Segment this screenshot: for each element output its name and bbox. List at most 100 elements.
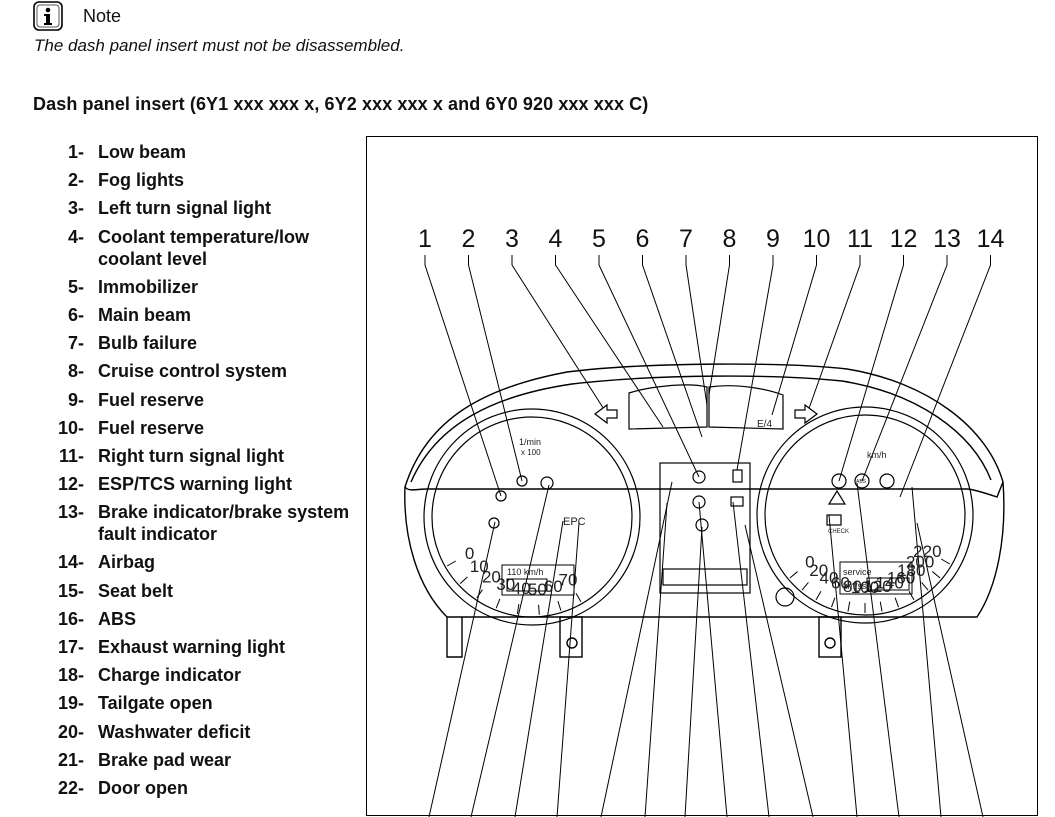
legend-item: 19 -Tailgate open — [34, 692, 364, 714]
note-header: Note — [33, 0, 121, 32]
leader-line — [555, 255, 664, 428]
speed-unit: km/h — [867, 450, 887, 460]
gauge-tick-label: 30 — [496, 575, 515, 594]
gauge-tick — [921, 582, 929, 591]
legend-number: 8 — [67, 361, 78, 382]
legend-separator: - — [78, 226, 84, 247]
washwater-icon — [695, 518, 709, 532]
gauge-tick — [789, 571, 798, 579]
check-engine-icon — [826, 514, 842, 526]
legend-number: 3 — [67, 198, 78, 219]
display-right-bottom: km/ss — [843, 581, 867, 591]
legend-label: ABS — [98, 608, 137, 629]
leader-line — [598, 255, 700, 478]
rpm-display — [501, 564, 575, 596]
legend-label: Fuel reserve — [98, 417, 205, 438]
gauge-tick — [495, 598, 501, 609]
gauge-tick — [446, 560, 457, 567]
leader-line — [698, 501, 728, 817]
note-title: Note — [83, 5, 122, 26]
callout-number: 1 — [418, 225, 432, 253]
leader-line — [806, 255, 861, 415]
leader-line — [744, 524, 814, 817]
legend-separator: - — [78, 142, 84, 162]
legend-number: 1 — [67, 142, 78, 162]
info-icon — [33, 1, 63, 31]
legend-item: 11 -Right turn signal light — [34, 445, 364, 467]
legend-item: 16 -ABS — [34, 608, 364, 630]
gauge-tick — [516, 603, 520, 614]
callout-number: 3 — [505, 225, 519, 253]
gauge-tick — [932, 571, 941, 579]
gauge-tick — [801, 582, 809, 591]
rpm-unit-bottom: x 100 — [521, 448, 541, 457]
legend-item: 18 -Charge indicator — [34, 664, 364, 686]
legend-label: Cruise control system — [98, 361, 288, 382]
brake-icon — [879, 473, 895, 489]
legend-number: 22 — [57, 777, 78, 798]
legend-number: 7 — [67, 333, 78, 354]
callout-number: 14 — [977, 225, 1005, 253]
gauge-tick-label: 40 — [820, 568, 839, 587]
legend-separator: - — [78, 749, 84, 770]
immobilizer-icon — [692, 470, 706, 484]
gauge-tick-label: 20 — [482, 567, 501, 586]
legend-item: 1 -Low beam — [34, 141, 364, 163]
legend-number: 19 — [57, 693, 78, 714]
gauge-tick-label: 60 — [544, 577, 563, 596]
legend-separator: - — [78, 361, 84, 382]
legend-separator: - — [78, 721, 84, 742]
leader-line — [916, 522, 984, 817]
leader-line — [838, 255, 904, 482]
leader-lines — [424, 255, 991, 817]
legend-separator: - — [78, 276, 84, 297]
legend-item: 7 -Bulb failure — [34, 332, 364, 354]
leader-line — [899, 255, 991, 498]
left-turn-arrow-icon — [594, 403, 618, 425]
legend-separator: - — [78, 304, 84, 325]
leader-line — [828, 514, 858, 817]
gauge-tick-label: 20 — [809, 561, 828, 580]
leader-line — [708, 255, 730, 396]
warning-symbols — [488, 469, 895, 532]
check-label: CHECK — [828, 529, 849, 535]
legend-label: Exhaust warning light — [98, 637, 286, 657]
legend-number: 4 — [67, 226, 78, 247]
gauge-tick — [831, 597, 836, 608]
legend-number: 13 — [57, 502, 78, 523]
gauge-tick-label: 40 — [512, 579, 531, 598]
legend-label: Washwater deficit — [98, 721, 251, 742]
callout-number: 2 — [462, 225, 476, 253]
callout-number: 11 — [847, 225, 873, 253]
legend-label: Airbag — [98, 552, 156, 573]
leader-line — [556, 522, 580, 817]
gauge-tick-label: 200 — [906, 552, 934, 571]
legend-separator: - — [78, 552, 84, 573]
gauge-tick-label: 80 — [843, 577, 862, 596]
right-turn-arrow-icon — [794, 403, 818, 425]
legend-label: Coolant temperature/low coolant level — [98, 226, 310, 269]
legend-number: 18 — [57, 665, 78, 686]
legend-separator: - — [78, 777, 84, 798]
legend-label: Low beam — [98, 142, 187, 162]
legend-number: 15 — [57, 580, 78, 601]
legend-number: 14 — [57, 552, 78, 573]
abs-warning-icon — [831, 473, 847, 489]
gauge-tick-label: 70 — [559, 570, 578, 589]
legend-label: Seat belt — [98, 580, 174, 601]
legend-item: 4 -Coolant temperature/low coolant level — [34, 226, 364, 270]
callout-number: 10 — [803, 225, 831, 253]
legend-item: 14 -Airbag — [34, 551, 364, 573]
legend-separator: - — [78, 502, 84, 523]
gauge-tick — [557, 600, 562, 611]
legend-item: 10 -Fuel reserve — [34, 417, 364, 439]
callout-number: 12 — [890, 225, 918, 253]
leader-line — [424, 255, 502, 497]
display-right-top: service — [843, 567, 872, 577]
legend-label: Bulb failure — [98, 333, 198, 354]
rpm-gauge — [423, 408, 641, 626]
gauge-tick — [879, 601, 883, 612]
leader-line — [468, 255, 523, 482]
